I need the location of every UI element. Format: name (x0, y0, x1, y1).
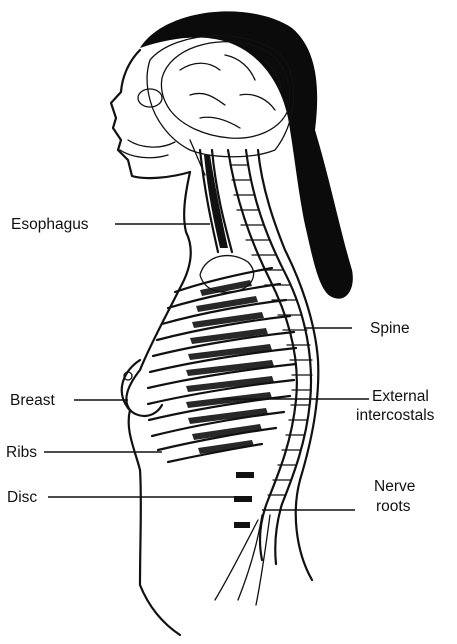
label-ribs: Ribs (6, 444, 37, 461)
intercostal-shading (186, 280, 274, 454)
label-nerve-roots-line2: roots (376, 498, 411, 515)
jaw-bones (120, 140, 205, 175)
label-disc: Disc (7, 489, 37, 506)
label-nerve-roots-line1: Nerve (374, 478, 415, 495)
label-spine: Spine (370, 320, 410, 337)
label-external-intercostals-line2: intercostals (356, 407, 435, 424)
body-front-outline (126, 172, 190, 635)
intervertebral-discs (234, 472, 254, 528)
label-esophagus: Esophagus (11, 216, 89, 233)
label-external-intercostals-line1: External (372, 388, 429, 405)
head-outline (111, 50, 190, 178)
label-breast: Breast (10, 392, 55, 409)
